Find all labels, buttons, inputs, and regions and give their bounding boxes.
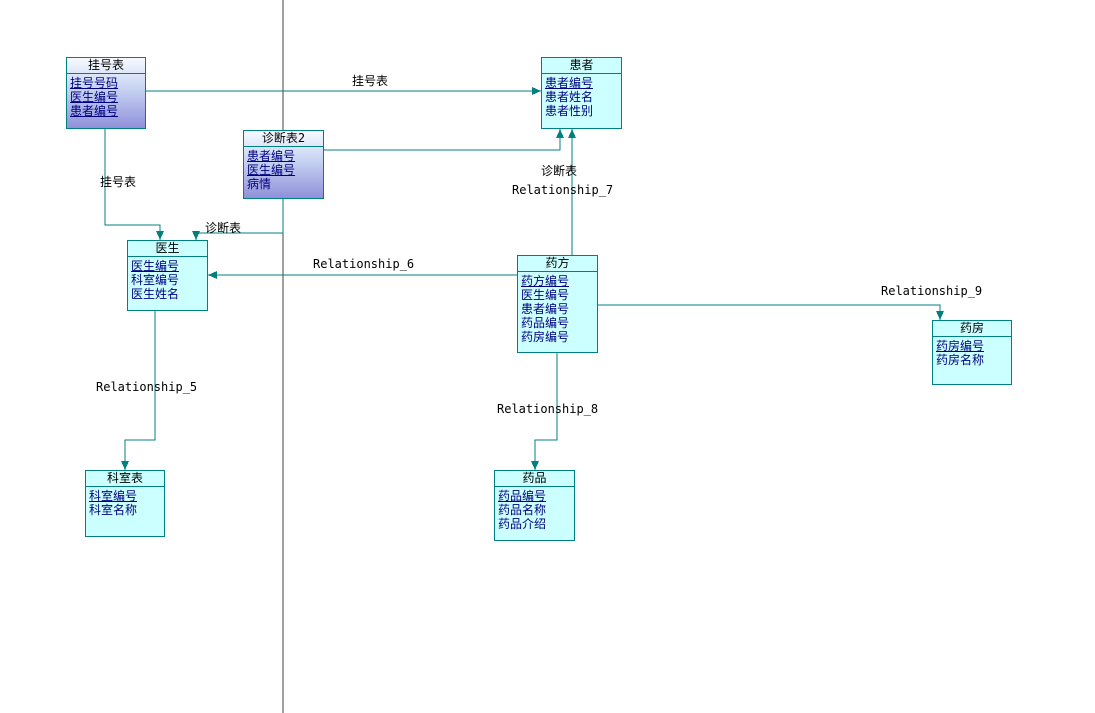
entity-title: 诊断表2 xyxy=(244,131,323,147)
relationship-label-zhenduanbiao-to-yisheng: 诊断表 xyxy=(205,221,242,235)
arrowhead-icon xyxy=(531,461,539,470)
entity-field-list: 挂号号码医生编号患者编号 xyxy=(67,74,145,120)
entity-field-list: 科室编号科室名称 xyxy=(86,487,164,519)
entity-field-list: 药房编号药房名称 xyxy=(933,337,1011,369)
entity-field: 医生编号 xyxy=(521,288,570,302)
entity-field: 药品编号 xyxy=(498,489,547,503)
relationship-label-guahaobiao-to-yisheng: 挂号表 xyxy=(100,175,137,189)
entity-yisheng[interactable]: 医生医生编号科室编号医生姓名 xyxy=(127,240,208,311)
entity-field-list: 患者编号患者姓名患者性别 xyxy=(542,74,621,120)
entity-guahaobiao[interactable]: 挂号表挂号号码医生编号患者编号 xyxy=(66,57,146,129)
arrowhead-icon xyxy=(121,461,129,470)
entity-title: 药方 xyxy=(518,256,597,272)
entity-field: 药品介绍 xyxy=(498,517,547,531)
relationship-label-relationship-7: Relationship_7 xyxy=(512,183,614,197)
entity-field: 药房名称 xyxy=(936,353,985,367)
entity-field: 科室名称 xyxy=(89,503,138,517)
entity-field: 患者编号 xyxy=(70,104,119,118)
entity-huanzhe[interactable]: 患者患者编号患者姓名患者性别 xyxy=(541,57,622,129)
relationship-label-relationship-5: Relationship_5 xyxy=(96,380,198,394)
relationship-line-zhenduanbiao-to-huanzhe[interactable] xyxy=(324,129,561,151)
entity-title: 医生 xyxy=(128,241,207,257)
arrowhead-icon xyxy=(192,231,200,240)
entity-field: 挂号号码 xyxy=(70,76,119,90)
relationship-label-zhenduanbiao-to-huanzhe: 诊断表 xyxy=(541,164,578,178)
entity-field: 患者编号 xyxy=(521,302,570,316)
arrowhead-icon xyxy=(568,129,576,138)
arrowhead-icon xyxy=(532,87,541,95)
relationship-line-relationship-5[interactable] xyxy=(124,311,156,470)
entity-keshibiao[interactable]: 科室表科室编号科室名称 xyxy=(85,470,165,537)
entity-field: 药品编号 xyxy=(521,316,570,330)
relationship-label-relationship-8: Relationship_8 xyxy=(497,402,599,416)
entity-field: 医生编号 xyxy=(131,259,180,273)
entity-field: 科室编号 xyxy=(131,273,180,287)
relationship-line-relationship-8[interactable] xyxy=(534,353,558,470)
entity-title: 药房 xyxy=(933,321,1011,337)
entity-title: 科室表 xyxy=(86,471,164,487)
entity-field: 医生编号 xyxy=(247,163,296,177)
entity-field: 患者编号 xyxy=(247,149,296,163)
entity-field-list: 医生编号科室编号医生姓名 xyxy=(128,257,207,303)
entity-field: 药房编号 xyxy=(521,330,570,344)
relationship-line-relationship-9[interactable] xyxy=(598,304,941,320)
entity-field: 患者姓名 xyxy=(545,90,594,104)
entity-field: 科室编号 xyxy=(89,489,138,503)
entity-field-list: 药方编号医生编号患者编号药品编号药房编号 xyxy=(518,272,597,346)
entity-field-list: 患者编号医生编号病情 xyxy=(244,147,323,193)
entity-field: 药品名称 xyxy=(498,503,547,517)
entity-field: 患者编号 xyxy=(545,76,594,90)
relationship-label-relationship-9: Relationship_9 xyxy=(881,284,983,298)
entity-field: 医生编号 xyxy=(70,90,119,104)
entity-field: 患者性别 xyxy=(545,104,594,118)
arrowhead-icon xyxy=(208,271,217,279)
arrowhead-icon xyxy=(556,129,564,138)
entity-field-list: 药品编号药品名称药品介绍 xyxy=(495,487,574,533)
entity-field: 药房编号 xyxy=(936,339,985,353)
arrowhead-icon xyxy=(936,311,944,320)
arrowhead-icon xyxy=(156,231,164,240)
relationship-label-guahaobiao-to-huanzhe: 挂号表 xyxy=(352,74,389,88)
entity-field: 病情 xyxy=(247,177,272,191)
entity-title: 患者 xyxy=(542,58,621,74)
entity-title: 药品 xyxy=(495,471,574,487)
entity-yaofang-rx[interactable]: 药方药方编号医生编号患者编号药品编号药房编号 xyxy=(517,255,598,353)
entity-title: 挂号表 xyxy=(67,58,145,74)
relationship-label-relationship-6: Relationship_6 xyxy=(313,257,415,271)
entity-field: 医生姓名 xyxy=(131,287,180,301)
entity-field: 药方编号 xyxy=(521,274,570,288)
entity-yaopin[interactable]: 药品药品编号药品名称药品介绍 xyxy=(494,470,575,541)
entity-yaofang-pharmacy[interactable]: 药房药房编号药房名称 xyxy=(932,320,1012,385)
